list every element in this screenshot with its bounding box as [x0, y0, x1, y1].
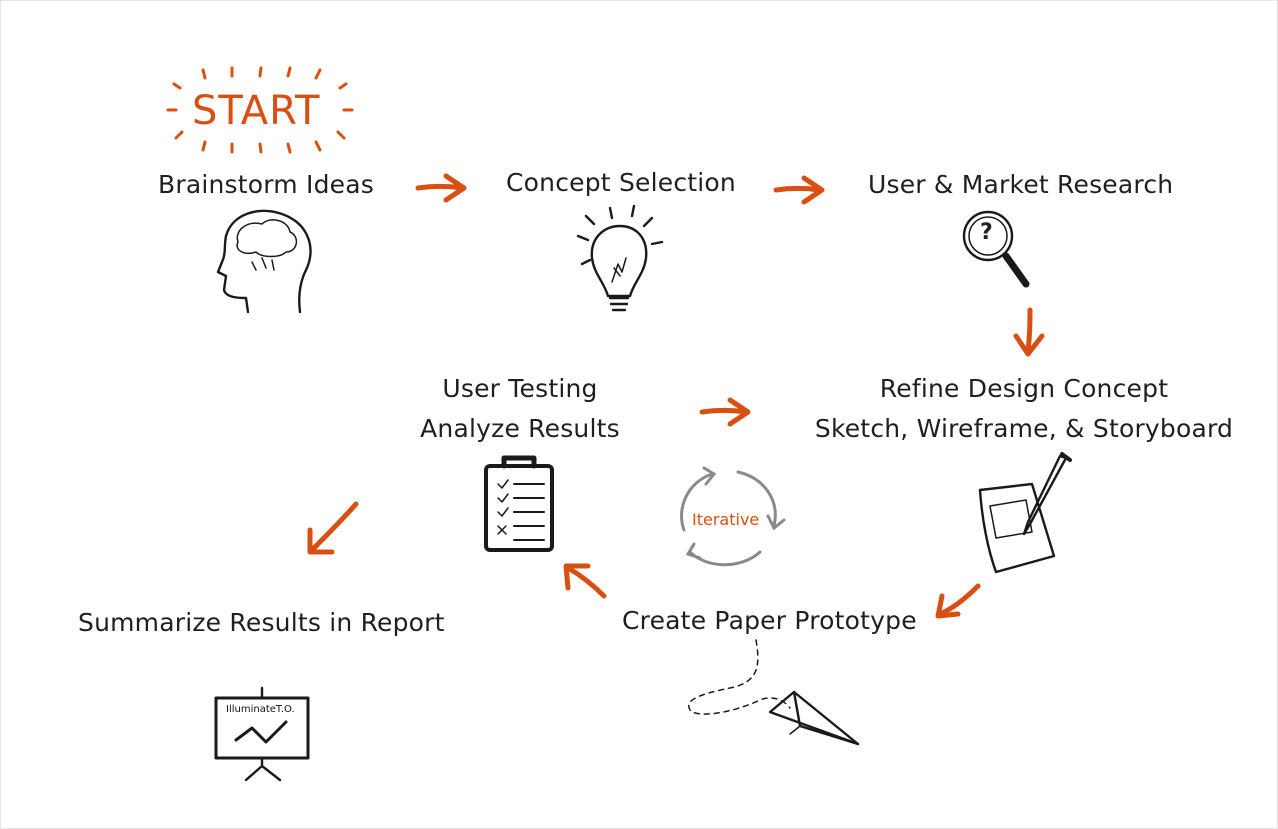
step-concept-selection: Concept Selection	[506, 168, 736, 197]
step-summarize: Summarize Results in Report	[78, 608, 445, 637]
step-research: User & Market Research	[868, 170, 1174, 199]
light-bulb-icon	[576, 204, 664, 312]
magnifier-question-mark: ?	[980, 220, 993, 245]
easel-brand-text: IlluminateT.O.	[226, 704, 295, 715]
iterative-cycle	[680, 466, 786, 567]
paper-airplane-icon	[688, 639, 860, 746]
iterative-label: Iterative	[692, 510, 760, 529]
easel-chart-icon	[214, 686, 310, 782]
head-brain-icon	[216, 209, 312, 314]
step-testing-title: User Testing	[442, 374, 598, 403]
sketch-paper-icon	[978, 452, 1072, 574]
step-prototype: Create Paper Prototype	[622, 606, 917, 635]
start-label: START	[192, 88, 321, 134]
start-burst	[166, 66, 354, 154]
step-testing-subtitle: Analyze Results	[420, 414, 620, 443]
flow-arrows	[307, 173, 1045, 619]
step-refine-title: Refine Design Concept	[879, 374, 1169, 403]
step-refine-subtitle: Sketch, Wireframe, & Storyboard	[814, 414, 1234, 443]
step-brainstorm: Brainstorm Ideas	[158, 170, 374, 199]
clipboard-icon	[484, 455, 554, 552]
magnifier-icon	[962, 210, 1030, 288]
